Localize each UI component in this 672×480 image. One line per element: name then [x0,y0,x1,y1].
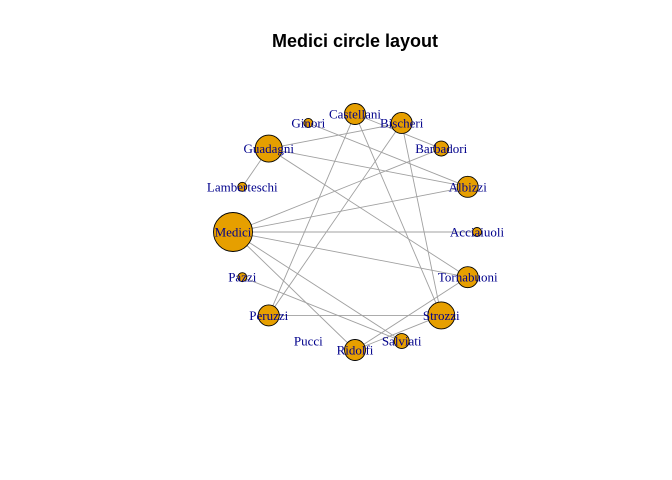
edge-medici-salviati [232,231,402,342]
node-tornabuoni [456,266,479,289]
edge-pazzi-salviati [242,276,402,342]
node-medici [213,212,253,252]
node-label-pucci: Pucci [294,334,323,349]
edge-castellani-peruzzi [268,113,356,316]
node-ridolfi [344,339,366,361]
node-label-lamberteschi: Lamberteschi [207,179,278,194]
node-label-bischeri: Bischeri [380,115,424,130]
edge-ridolfi-strozzi [354,315,442,351]
node-pazzi [237,272,248,283]
node-barbadori [433,140,450,157]
node-strozzi [427,301,456,330]
node-bischeri [390,112,413,134]
node-layer [213,103,482,361]
node-label-tornabuoni: Tornabuoni [438,270,498,285]
node-label-medici: Medici [215,225,252,240]
edge-medici-tornabuoni [232,231,468,278]
node-label-ridolfi: Ridolfi [337,343,374,358]
edge-guadagni-tornabuoni [268,148,468,278]
node-castellani [344,103,366,125]
edge-bischeri-guadagni [268,122,402,150]
node-acciaiuoli [472,227,482,237]
node-guadagni [254,134,283,163]
node-ginori [303,118,314,128]
edge-ridolfi-tornabuoni [354,276,468,351]
node-label-acciaiuoli: Acciaiuoli [450,225,505,240]
edge-medici-ridolfi [232,231,356,351]
node-peruzzi [257,304,280,327]
node-label-strozzi: Strozzi [423,308,460,323]
node-label-albizzi: Albizzi [449,179,488,194]
edge-castellani-strozzi [354,113,442,316]
label-layer: Acciaiuoli Albizzi Barbadori BischeriCastel… [207,107,505,358]
plot-title: Medici circle layout [272,31,438,51]
edge-bischeri-peruzzi [268,122,403,316]
node-label-peruzzi: Peruzzi [249,308,288,323]
node-label-salviati: Salviati [382,334,422,349]
node-label-guadagni: Guadagni [243,141,294,156]
edge-bischeri-strozzi [401,122,442,316]
edge-albizzi-ginori [308,122,468,188]
node-label-castellani: Castellani [329,107,381,122]
edge-albizzi-guadagni [268,148,468,188]
node-label-barbadori: Barbadori [415,141,467,156]
node-albizzi [456,175,479,198]
edge-medici-albizzi [232,186,468,233]
edge-layer [232,113,477,351]
node-salviati [393,333,410,349]
node-label-ginori: Ginori [291,115,325,130]
node-lamberteschi [237,181,248,192]
node-label-pazzi: Pazzi [228,270,257,285]
